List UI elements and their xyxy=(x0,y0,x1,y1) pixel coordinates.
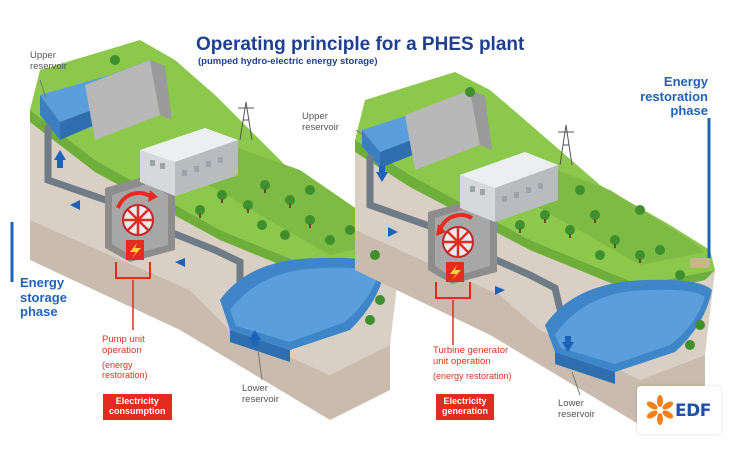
right-dam xyxy=(405,90,480,170)
edf-logo: EDF xyxy=(637,386,721,434)
right-outlet xyxy=(690,258,710,268)
right-upper-reservoir-label: Upper reservoir xyxy=(302,111,339,133)
right-operation-note: (energy restoration) xyxy=(433,371,512,381)
right-powerhouse xyxy=(428,200,497,345)
right-lower-reservoir xyxy=(545,258,712,384)
right-upper-reservoir xyxy=(362,90,492,170)
left-rock-front-shade xyxy=(30,220,390,420)
left-upper-leader xyxy=(39,79,47,99)
diagram-subtitle: (pumped hydro-electric energy storage) xyxy=(198,56,378,67)
right-lower-reservoir-label: Lower reservoir xyxy=(558,398,595,420)
right-electricity-badge: Electricity generation xyxy=(436,394,495,420)
left-lower-leader xyxy=(257,349,263,381)
trees xyxy=(110,55,705,350)
left-pylon xyxy=(238,101,254,141)
left-flow-arrows xyxy=(54,150,261,346)
left-building xyxy=(140,101,254,196)
diagram-title: Operating principle for a PHES plant xyxy=(196,34,525,55)
right-phase-label: Energy restoration phase xyxy=(640,74,708,119)
right-lower-leader xyxy=(571,371,581,396)
edf-flower-icon xyxy=(646,395,674,425)
left-operation-note: (energy restoration) xyxy=(102,360,148,381)
left-upper-reservoir xyxy=(40,60,172,140)
left-electricity-badge: Electricity consumption xyxy=(103,394,172,420)
right-building xyxy=(460,124,574,222)
right-rock-front-shade xyxy=(355,230,705,425)
right-operation-label: Turbine generator unit operation xyxy=(433,345,509,367)
left-lower-reservoir-label: Lower reservoir xyxy=(242,383,279,405)
left-dam xyxy=(85,60,160,140)
left-operation-label: Pump unit operation xyxy=(102,334,145,356)
right-pylon xyxy=(558,124,574,166)
left-phase-label: Energy storage phase xyxy=(20,275,67,320)
left-powerhouse xyxy=(105,175,175,330)
right-upper-leader xyxy=(355,129,369,139)
left-upper-reservoir-label: Upper reservoir xyxy=(30,50,67,72)
edf-logo-text: EDF xyxy=(675,401,711,421)
right-flow-arrows xyxy=(376,166,574,352)
